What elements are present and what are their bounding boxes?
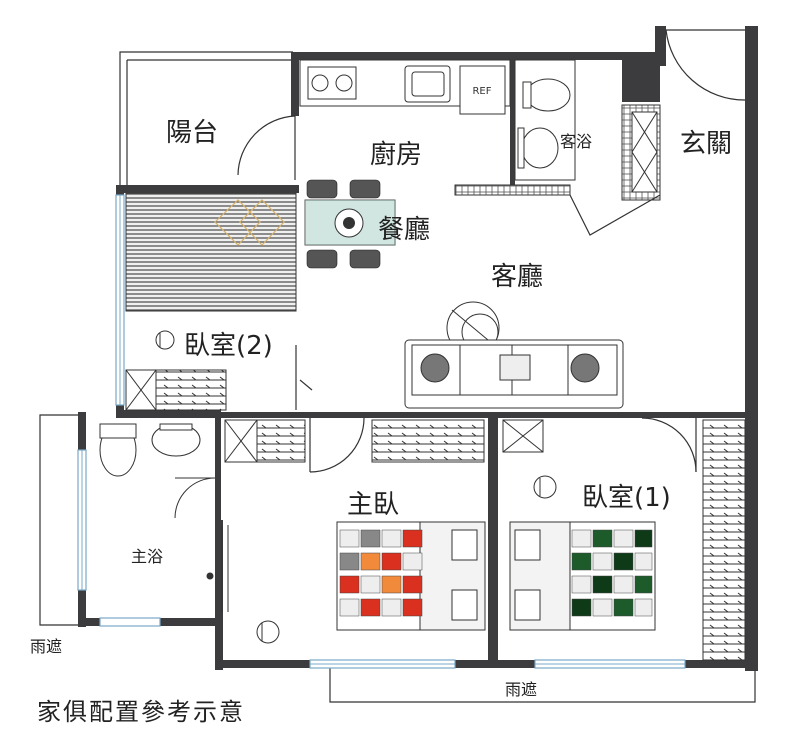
bedroom1-bed [509,521,656,631]
balcony-door [237,115,296,180]
decorative-diamond [214,199,285,246]
bedroom-doors [309,417,697,473]
dining-label: 餐廳 [378,215,431,245]
walls [78,26,758,671]
wardrobes [125,369,746,661]
canopy-left-label: 雨遮 [30,637,63,656]
caption: 家俱配置參考示意 [37,698,245,726]
living-label: 客廳 [491,262,544,292]
master-bath-fixtures [99,423,229,612]
kitchen-label: 廚房 [370,140,423,170]
fridge-label: REF [472,86,491,97]
master-bath-label: 主浴 [131,547,164,566]
bedroom2-door [295,345,313,410]
guest-bath-label: 客浴 [560,132,593,151]
canopy-outline [39,414,756,703]
entrance-door [665,29,746,101]
master-bedroom-label: 主臥 [347,490,400,520]
bedroom1-label: 臥室(1) [582,483,671,513]
bedroom2-label: 臥室(2) [184,331,273,361]
balcony-label: 陽台 [166,118,219,148]
canopy-bottom-label: 雨遮 [505,680,538,699]
guest-bath-fixtures [514,59,576,181]
entrance-label: 玄關 [680,129,733,159]
kitchen-counter [299,59,511,115]
balcony-outline [119,51,293,185]
bedroom2-closet-shelf [126,193,296,311]
sofa-set [404,301,624,409]
wall-lamps [155,330,557,644]
dining-set [304,179,396,269]
master-bed [336,521,486,631]
